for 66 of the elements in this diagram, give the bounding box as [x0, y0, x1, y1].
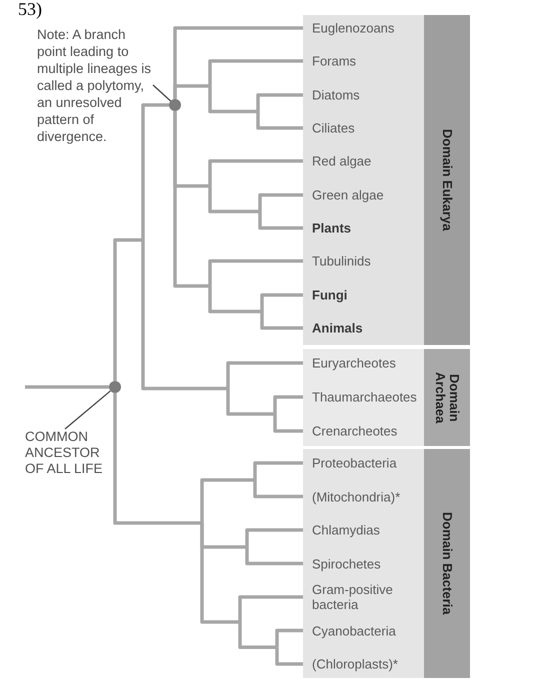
- taxon-label: Green algae: [303, 188, 384, 202]
- taxon-label: Thaumarchaeotes: [303, 390, 417, 404]
- taxon-label: Proteobacteria: [303, 456, 397, 470]
- domain-band: [303, 449, 470, 678]
- branch-line: [208, 186, 260, 214]
- branch-line: [208, 159, 303, 186]
- branch-point-dot: [109, 381, 121, 393]
- branch-line: [253, 480, 303, 498]
- taxon-label: Spirochetes: [303, 556, 381, 571]
- domain-band: [303, 349, 470, 446]
- taxon-label: (Chloroplasts)*: [303, 656, 398, 672]
- leader-line: [152, 84, 171, 102]
- branch-line: [258, 193, 303, 212]
- taxon-label: Cyanobacteria: [303, 623, 396, 638]
- taxon-label: Tubulinids: [303, 254, 371, 268]
- taxon-label: Ciliates: [303, 120, 355, 136]
- branch-line: [256, 93, 303, 112]
- taxon-label: Chlamydias: [303, 522, 380, 538]
- domain-band: [303, 15, 470, 345]
- branch-line: [253, 461, 303, 480]
- leader-line: [64, 390, 111, 430]
- branch-line: [208, 259, 303, 286]
- taxon-label: Crenarcheotes: [303, 424, 398, 438]
- domain-label: Domain Bacteria: [440, 512, 454, 615]
- branch-line: [173, 111, 210, 288]
- branch-line: [245, 547, 303, 566]
- branch-line: [238, 595, 303, 622]
- domain-label: Domain Archaea: [433, 370, 461, 426]
- branch-line: [260, 293, 303, 312]
- domain-label: Domain Eukarya: [440, 129, 454, 231]
- taxon-label: (Mitochondria)*: [303, 489, 400, 504]
- taxon-label: Euryarcheotes: [303, 356, 396, 370]
- branch-line: [113, 238, 143, 381]
- note-text: Note: A branch point leading to multiple lineages is called a polytomy, an unresolved pattern of divergence.: [37, 26, 153, 144]
- branch-line: [256, 112, 303, 130]
- taxon-label: Fungi: [303, 288, 348, 302]
- question-number: 53): [18, 0, 42, 18]
- taxon-label: Diatoms: [303, 88, 360, 102]
- branch-point-dot: [169, 99, 181, 111]
- branch-line: [275, 647, 303, 666]
- branch-line: [208, 86, 258, 114]
- branch-line: [226, 361, 303, 388]
- branch-line: [200, 523, 240, 624]
- branch-line: [260, 312, 303, 330]
- taxon-label: Animals: [303, 320, 363, 336]
- branch-line: [238, 622, 277, 650]
- branch-line: [141, 103, 169, 240]
- branch-line: [275, 628, 303, 648]
- taxon-label: Gram-positive bacteria: [303, 582, 400, 612]
- branch-line: [273, 414, 303, 433]
- branch-line: [200, 478, 255, 523]
- branch-line: [273, 395, 303, 414]
- branch-line: [208, 286, 262, 314]
- branch-line: [245, 528, 303, 547]
- branch-line: [208, 59, 303, 86]
- branch-line: [173, 84, 210, 99]
- taxon-label: Red algae: [303, 154, 372, 168]
- branch-line: [226, 388, 275, 416]
- taxon-label: Euglenozoans: [303, 20, 394, 36]
- taxon-label: Forams: [303, 54, 356, 68]
- branch-line: [141, 240, 228, 390]
- ancestor-label: COMMON ANCESTOR OF ALL LIFE: [25, 429, 109, 477]
- branch-line: [258, 212, 303, 230]
- branch-line: [25, 385, 109, 389]
- taxon-label: Plants: [303, 220, 352, 236]
- branch-line: [113, 393, 202, 525]
